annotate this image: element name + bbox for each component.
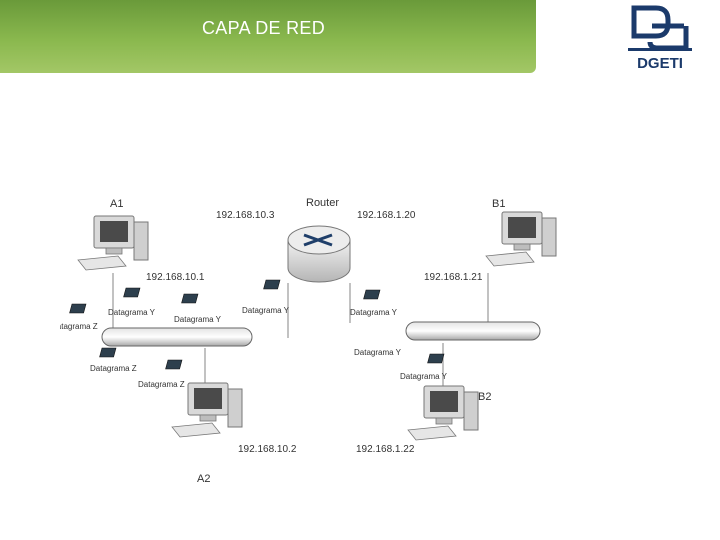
datagram-label: Datagrama Z — [138, 380, 185, 389]
host-b2-ip: 192.168.1.22 — [356, 444, 415, 455]
host-b2-computer-icon — [407, 385, 479, 441]
host-b1-computer-icon — [485, 211, 557, 267]
datagram-label: Datagrama Y — [354, 348, 402, 357]
segment-left-bus — [101, 327, 253, 347]
datagram-label: Datagrama Y — [174, 315, 222, 324]
datagram-label: Datagrama Y — [242, 306, 290, 315]
dgeti-logo: DGETI — [628, 5, 692, 72]
datagram-label: Datagrama Y — [108, 308, 156, 317]
host-b1-name: B1 — [492, 198, 505, 210]
host-a1-ip: 192.168.10.1 — [146, 272, 205, 283]
host-a1-name: A1 — [110, 198, 123, 210]
host-b2-name: B2 — [478, 391, 491, 403]
network-diagram: A1 B1 A2 B2 Router 192.168.10.3 192.168.… — [60, 197, 557, 485]
page-title: CAPA DE RED — [202, 18, 325, 38]
datagram-label: Datagrama Z — [60, 322, 98, 331]
router-ip-right: 192.168.1.20 — [357, 210, 416, 221]
host-a2-computer-icon — [171, 382, 243, 438]
router-label: Router — [306, 197, 339, 209]
datagram-label: Datagrama Z — [90, 364, 137, 373]
host-a2-ip: 192.168.10.2 — [238, 444, 297, 455]
host-a2-name: A2 — [197, 473, 210, 485]
logo-text: DGETI — [637, 55, 683, 72]
host-b1-ip: 192.168.1.21 — [424, 272, 483, 283]
header-banner — [0, 0, 536, 73]
datagram-label: Datagrama Y — [350, 308, 398, 317]
router-ip-left: 192.168.10.3 — [216, 210, 275, 221]
datagram-label: Datagrama Y — [400, 372, 448, 381]
segment-right-bus — [405, 321, 541, 341]
host-a1-computer-icon — [77, 215, 149, 271]
router-icon — [287, 225, 351, 283]
